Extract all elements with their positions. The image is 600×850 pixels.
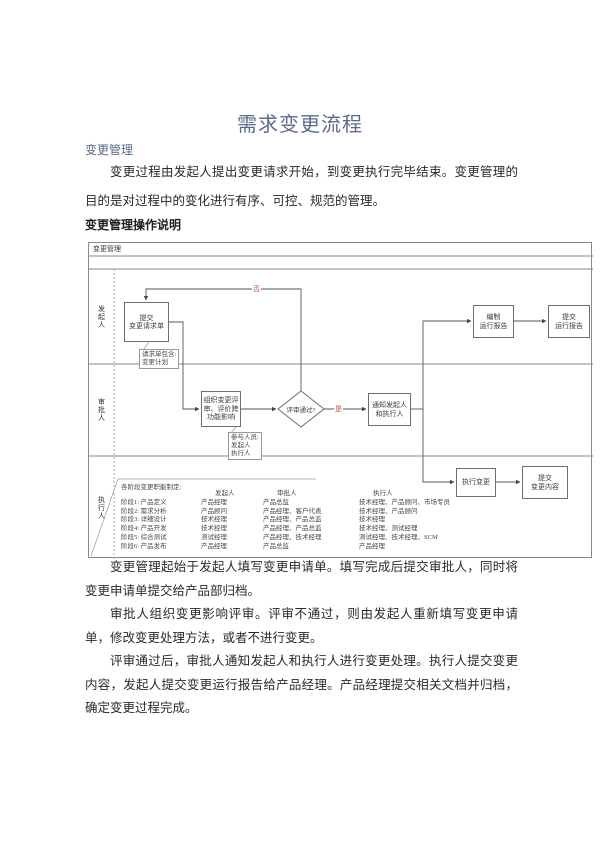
matrix-cell: 产品经理、技术经理 xyxy=(263,533,322,541)
lane-label-approver: 审批人 xyxy=(97,398,106,422)
matrix-cell: 产品经理 xyxy=(359,542,385,550)
note-request-contents: 请求单包含: 变更计划 xyxy=(139,349,180,369)
flowchart-title: 变更管理 xyxy=(93,245,121,253)
matrix-cell: 阶段6: 产品发布 xyxy=(121,542,167,550)
matrix-cell: 技术经理、测试经理 xyxy=(359,525,418,533)
lane-label-initiator: 发起人 xyxy=(97,304,106,329)
matrix-cell: 阶段1: 产品定义 xyxy=(121,498,167,506)
matrix-cell: 技术经理 xyxy=(201,525,227,533)
matrix-cell: 产品总监 xyxy=(263,542,289,550)
page-title: 需求变更流程 xyxy=(237,114,363,136)
matrix-cell: 测试经理 xyxy=(201,533,227,541)
matrix-table: 发起人 审批人 执行人 阶段1: 产品定义 产品经理 产品总监 技术经理、产品顾… xyxy=(121,490,489,552)
body-paragraph: 评审通过后，审批人通知发起人和执行人进行变更处理。执行人提交变更内容，发起人提交… xyxy=(85,654,518,715)
decision-review-passed: 评审通过? xyxy=(286,407,316,414)
matrix-cell: 产品经理、产品总监 xyxy=(263,525,322,533)
node-submit-content: 提交 变更内容 xyxy=(522,466,568,499)
matrix-cell: 产品经理、产品总监 xyxy=(263,516,322,524)
node-execute-change: 执行变更 xyxy=(456,468,496,497)
matrix-cell: 产品经理 xyxy=(201,498,227,506)
node-notify: 通知发起人 和执行人 xyxy=(368,393,411,426)
section-heading: 变更管理 xyxy=(85,143,134,157)
edge-label-no: 否 xyxy=(252,284,261,294)
matrix-header-approver: 审批人 xyxy=(277,490,297,497)
matrix-cell: 技术经理 xyxy=(359,516,385,524)
matrix-cell: 技术经理、产品顾问 xyxy=(359,507,418,515)
matrix-cell: 技术经理 xyxy=(201,516,227,524)
intro-paragraph: 变更过程由发起人提出变更请求开始，到变更执行完毕结束。变更管理的目的是对过程中的… xyxy=(85,165,518,208)
matrix-cell: 产品经理、客户代表 xyxy=(263,507,322,515)
matrix-cell: 测试经理、技术经理、SCM xyxy=(359,533,438,541)
node-prepare-report: 编制 运行报告 xyxy=(473,305,514,338)
matrix-header-initiator: 发起人 xyxy=(215,490,235,497)
matrix-header-executor: 执行人 xyxy=(373,490,393,497)
matrix-cell: 技术经理、产品顾问、市场专员 xyxy=(359,498,450,506)
matrix-cell: 产品总监 xyxy=(263,498,289,506)
diagram-caption: 变更管理操作说明 xyxy=(85,218,182,232)
body-paragraph: 审批人组织变更影响评审。评审不通过，则由发起人重新填写变更申请单，修改变更处理方… xyxy=(85,607,518,645)
matrix-cell: 产品顾问 xyxy=(201,507,227,515)
node-submit-report: 提交 运行报告 xyxy=(548,305,590,338)
node-organize-review: 组织变更评 审、评价跨 功能影响 xyxy=(201,391,241,427)
note-participants: 参与人员: 发起人 执行人 xyxy=(228,432,262,460)
lane-label-executor: 执行人 xyxy=(97,495,106,520)
matrix-cell: 阶段4: 产品开发 xyxy=(121,525,167,533)
change-management-flowchart: 变更管理 发起人 审批人 执行人 提交 变更请求单 请求单包含: 变更计划 组织… xyxy=(88,242,593,559)
matrix-header-stage xyxy=(121,490,201,499)
body-paragraph: 变更管理起始于发起人填写变更申请单。填写完成后提交审批人，同时将变更申请单提交给… xyxy=(85,560,518,598)
body-text: 变更管理起始于发起人填写变更申请单。填写完成后提交审批人，同时将变更申请单提交给… xyxy=(85,556,518,721)
matrix-cell: 产品经理 xyxy=(201,542,227,550)
edge-label-yes: 是 xyxy=(334,404,343,414)
matrix-cell: 阶段2: 需求分析 xyxy=(121,507,167,515)
matrix-cell: 阶段5: 综合测试 xyxy=(121,533,167,541)
matrix-caption: 各阶段变更职能制定: xyxy=(121,484,182,491)
node-submit-request: 提交 变更请求单 xyxy=(124,302,169,342)
matrix-cell: 阶段3: 详细设计 xyxy=(121,516,167,524)
